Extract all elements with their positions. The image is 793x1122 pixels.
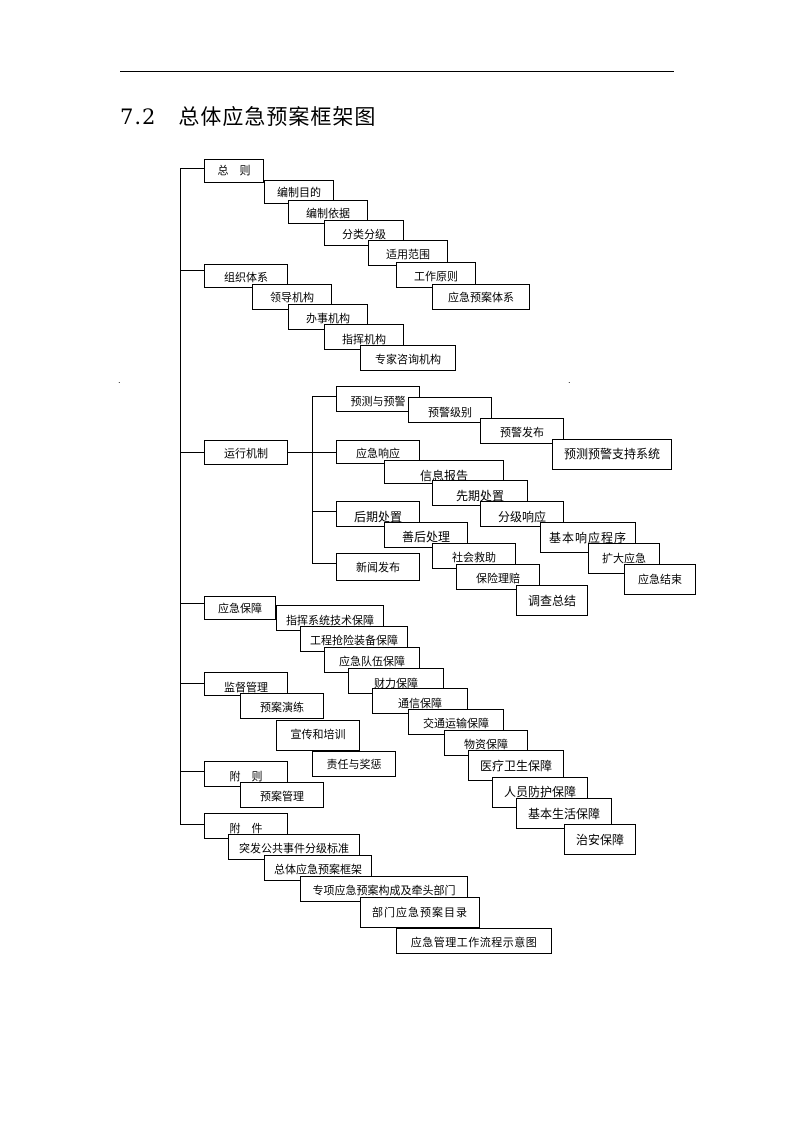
node-xuanchuanpeixun: 宣传和培训 <box>276 720 360 751</box>
node-zongze: 总 则 <box>204 159 264 183</box>
node-shiyongfanwei: 适用范围 <box>368 240 448 266</box>
page-mark-right: . <box>568 376 571 385</box>
node-yucheyujing: 预测与预警 <box>336 386 420 412</box>
node-jibenshenghuo: 基本生活保障 <box>516 798 612 829</box>
node-xinwenfabu: 新闻发布 <box>336 553 420 581</box>
node-yingjijieshu: 应急结束 <box>624 564 696 595</box>
node-yujingfabu: 预警发布 <box>480 418 564 444</box>
node-yunxingjizhi: 运行机制 <box>204 440 288 465</box>
header-rule <box>120 71 674 72</box>
node-zerenjiangcheng: 责任与奖惩 <box>312 751 396 777</box>
node-yuanyanlian: 预案演练 <box>240 693 324 719</box>
node-yuanguanli: 预案管理 <box>240 782 324 808</box>
node-yucezhichi: 预测预警支持系统 <box>552 439 672 470</box>
node-liuchengtu: 应急管理工作流程示意图 <box>396 928 552 954</box>
node-yiliaobaozhang: 医疗卫生保障 <box>468 750 564 781</box>
node-gongzuoyuanze: 工作原则 <box>396 262 476 288</box>
node-xinxibaogao: 信息报告 <box>384 460 504 484</box>
node-yingjibaozhang: 应急保障 <box>204 596 276 620</box>
node-bumenmulu: 部门应急预案目录 <box>360 897 480 928</box>
node-yujingjibie: 预警级别 <box>408 397 492 423</box>
node-zhuanjiazixun: 专家咨询机构 <box>360 345 456 371</box>
section-title: 总体应急预案框架图 <box>178 105 377 129</box>
node-diaochazongjie: 调查总结 <box>516 585 588 616</box>
section-number: 7.2 <box>120 105 157 129</box>
page-mark-left: . <box>118 376 121 385</box>
section-heading: 7.2 总体应急预案框架图 <box>120 101 376 131</box>
node-zhianbaozhang: 治安保障 <box>564 824 636 855</box>
node-yujiantixi: 应急预案体系 <box>432 284 530 310</box>
node-jiandu: 监督管理 <box>204 672 288 696</box>
